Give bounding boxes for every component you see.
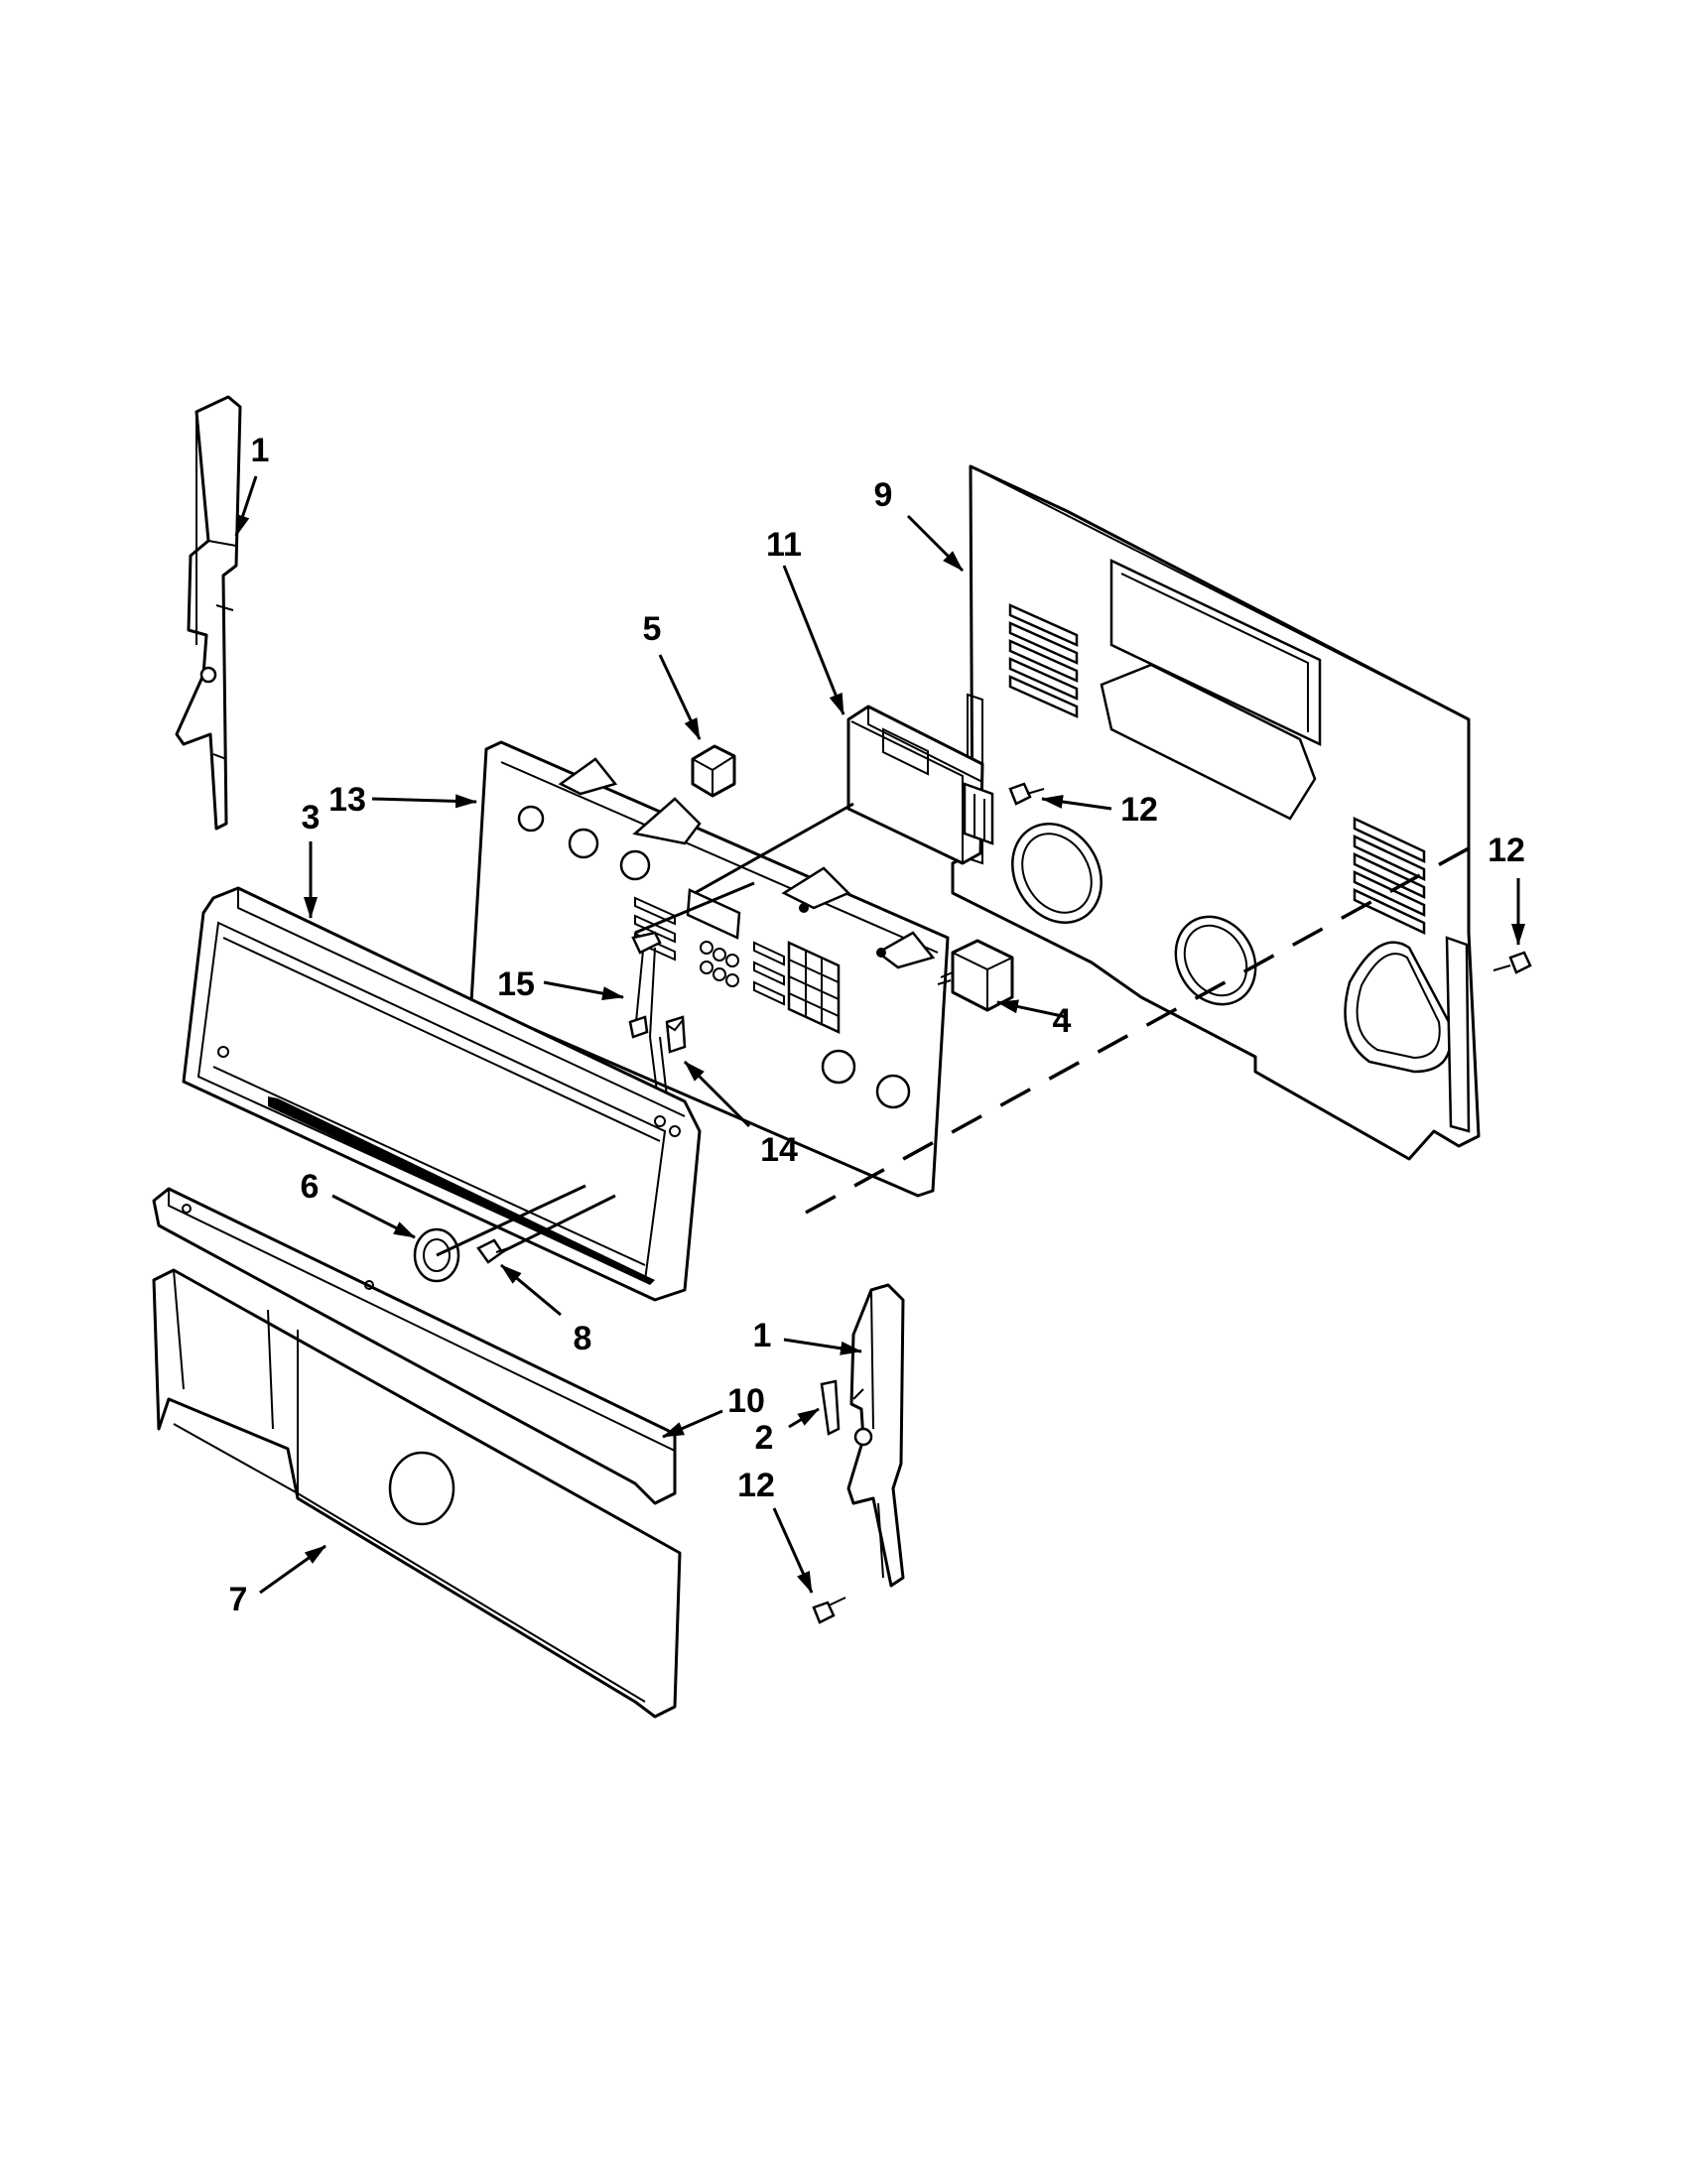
- callout-12-lower: 12: [737, 1467, 775, 1504]
- callout-11: 11: [766, 526, 802, 564]
- screw-part-12-upper: [1008, 782, 1045, 806]
- callout-15: 15: [497, 965, 535, 1003]
- side-bracket-part-1-right: [846, 1283, 905, 1588]
- lower-panel-part-7: [152, 1268, 682, 1719]
- clip-part-2: [820, 1379, 841, 1436]
- callout-6: 6: [301, 1168, 320, 1206]
- callout-3: 3: [302, 799, 321, 836]
- keypad-grid: [787, 941, 841, 1034]
- control-board-part-11: [846, 705, 994, 865]
- panel-slots: [634, 896, 785, 1006]
- callout-8: 8: [574, 1320, 592, 1357]
- callout-14: 14: [760, 1131, 798, 1169]
- console-trim-part-3: [182, 886, 702, 1302]
- callout-4: 4: [1053, 1002, 1072, 1040]
- callout-7: 7: [229, 1581, 248, 1618]
- assembly-lines: [436, 802, 1470, 1257]
- callout-10: 10: [727, 1382, 765, 1420]
- spacer-part-14: [665, 1015, 687, 1054]
- callout-9: 9: [874, 476, 893, 514]
- leader-lines: [234, 475, 1525, 1595]
- vent-slots-left: [1008, 603, 1079, 718]
- callout-2: 2: [755, 1419, 774, 1457]
- relay-part-4: [937, 939, 1014, 1012]
- screw-part-12-right: [1492, 951, 1532, 974]
- callout-1-bottom: 1: [753, 1317, 772, 1354]
- rear-panel-part-9: [951, 464, 1481, 1161]
- sensor-part-15: [628, 931, 668, 1097]
- manifold-part-10: [152, 1187, 677, 1505]
- switch-part-5: [691, 744, 736, 798]
- callout-12-upper: 12: [1120, 791, 1158, 829]
- callout-12-right: 12: [1488, 832, 1525, 869]
- callouts: 1 9 11 5 13 3 12 12 15 4 14 6 8 1 10 2 1…: [229, 432, 1525, 1618]
- callout-5: 5: [643, 610, 662, 648]
- screw-part-12-lower: [812, 1597, 846, 1624]
- vent-slots-right: [1353, 817, 1426, 935]
- callout-1-top: 1: [251, 432, 270, 469]
- side-bracket-part-1-left: [175, 395, 242, 831]
- callout-13: 13: [328, 781, 366, 819]
